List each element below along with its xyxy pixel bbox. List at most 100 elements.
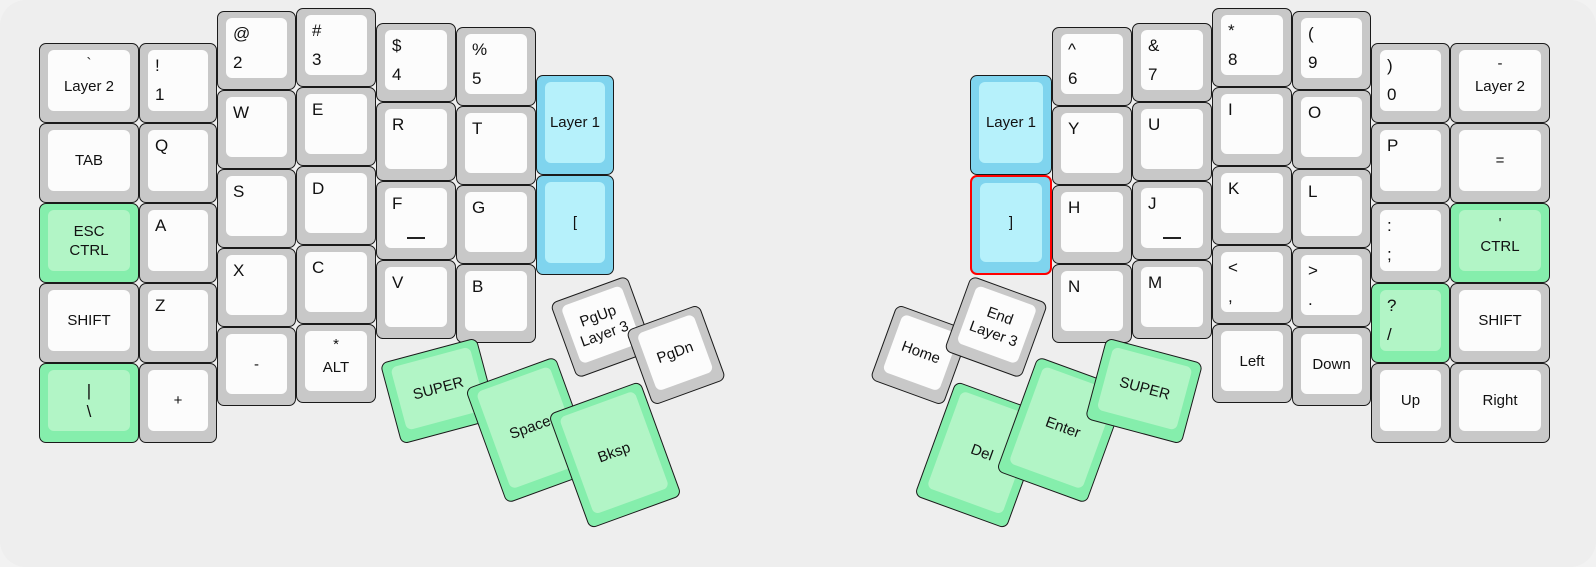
key-r[interactable]: R: [376, 102, 456, 181]
key-primary-legend: 5: [472, 69, 482, 88]
key-n[interactable]: N: [1052, 264, 1132, 343]
key-p[interactable]: P: [1371, 123, 1450, 203]
key-alt[interactable]: *ALT: [296, 324, 376, 403]
key-right[interactable]: Right: [1450, 363, 1550, 443]
key-f[interactable]: F: [376, 181, 456, 260]
key-shift[interactable]: SHIFT: [39, 283, 139, 363]
key-d[interactable]: D: [296, 166, 376, 245]
keycap-surface: :;: [1380, 210, 1441, 271]
key-down[interactable]: Down: [1292, 327, 1371, 406]
key-[[interactable]: [: [536, 175, 614, 275]
key-up[interactable]: Up: [1371, 363, 1450, 443]
key-primary-legend: E: [312, 100, 324, 119]
keycap-surface: B: [465, 271, 527, 331]
key--[interactable]: -: [217, 327, 296, 406]
key-j[interactable]: J: [1132, 181, 1212, 260]
keycap-surface: @2: [226, 18, 287, 78]
key-v[interactable]: V: [376, 260, 456, 339]
key-shifted-legend: !: [155, 56, 160, 75]
keycap-surface: SUPER: [1096, 346, 1193, 431]
key-shifted-legend: ): [1387, 56, 1393, 75]
key-l[interactable]: L: [1292, 169, 1371, 248]
key-primary-legend: CTRL: [1480, 238, 1520, 255]
key-layer-1[interactable]: Layer 1: [970, 75, 1052, 175]
key-\[interactable]: |\: [39, 363, 139, 443]
key-q[interactable]: Q: [139, 123, 217, 203]
key-t[interactable]: T: [456, 106, 536, 185]
key-=[interactable]: =: [1450, 123, 1550, 203]
keycap-surface: N: [1061, 271, 1123, 331]
key-primary-legend: N: [1068, 277, 1081, 296]
key-/[interactable]: ?/: [1371, 283, 1450, 363]
key-h[interactable]: H: [1052, 185, 1132, 264]
key-,[interactable]: <,: [1212, 245, 1292, 324]
key-s[interactable]: S: [217, 169, 296, 248]
key-c[interactable]: C: [296, 245, 376, 324]
keycap-surface: Bksp: [558, 390, 670, 515]
key-w[interactable]: W: [217, 90, 296, 169]
key-primary-legend: ALT: [322, 359, 350, 376]
key-shift[interactable]: SHIFT: [1450, 283, 1550, 363]
key-primary-legend: X: [233, 261, 245, 280]
key-tab[interactable]: TAB: [39, 123, 139, 203]
key-9[interactable]: (9: [1292, 11, 1371, 90]
key-][interactable]: ]: [970, 175, 1052, 275]
key-k[interactable]: K: [1212, 166, 1292, 245]
key-e[interactable]: E: [296, 87, 376, 166]
key-ctrl[interactable]: 'CTRL: [1450, 203, 1550, 283]
keycap-surface: ?/: [1380, 290, 1441, 351]
key-6[interactable]: ^6: [1052, 27, 1132, 106]
key-primary-legend: 6: [1068, 69, 1078, 88]
key-+[interactable]: +: [139, 363, 217, 443]
key-primary-legend: SHIFT: [1478, 312, 1522, 329]
key-primary-legend: J: [1148, 194, 1157, 213]
keycap-surface: Down: [1301, 334, 1362, 394]
keycap-surface: W: [226, 97, 287, 157]
keycap-surface: M: [1141, 267, 1203, 327]
key-u[interactable]: U: [1132, 102, 1212, 181]
key-layer-1[interactable]: Layer 1: [536, 75, 614, 175]
keycap-surface: R: [385, 109, 447, 169]
key-primary-legend: P: [1387, 136, 1399, 155]
key-x[interactable]: X: [217, 248, 296, 327]
key-o[interactable]: O: [1292, 90, 1371, 169]
key-1[interactable]: !1: [139, 43, 217, 123]
key-y[interactable]: Y: [1052, 106, 1132, 185]
key-0[interactable]: )0: [1371, 43, 1450, 123]
key-layer-2[interactable]: -Layer 2: [1450, 43, 1550, 123]
key-shifted-legend: &: [1148, 36, 1160, 55]
key-3[interactable]: #3: [296, 8, 376, 87]
key-a[interactable]: A: [139, 203, 217, 283]
key-g[interactable]: G: [456, 185, 536, 264]
key-shifted-legend: >: [1308, 261, 1318, 280]
key-i[interactable]: I: [1212, 87, 1292, 166]
key-b[interactable]: B: [456, 264, 536, 343]
keycap-surface: O: [1301, 97, 1362, 157]
key-7[interactable]: &7: [1132, 23, 1212, 102]
keycap-surface: #3: [305, 15, 367, 75]
key-.[interactable]: >.: [1292, 248, 1371, 327]
key-4[interactable]: $4: [376, 23, 456, 102]
key-2[interactable]: @2: [217, 11, 296, 90]
keycap-surface: J: [1141, 188, 1203, 248]
key-layer-2[interactable]: `Layer 2: [39, 43, 139, 123]
keycap-surface: [: [545, 182, 605, 263]
keycap-surface: &7: [1141, 30, 1203, 90]
key-primary-legend: R: [392, 115, 405, 134]
key-left[interactable]: Left: [1212, 324, 1292, 403]
key-m[interactable]: M: [1132, 260, 1212, 339]
key-8[interactable]: *8: [1212, 8, 1292, 87]
key-5[interactable]: %5: [456, 27, 536, 106]
key-primary-legend: 1: [155, 85, 165, 104]
key-primary-legend: 9: [1308, 53, 1318, 72]
key-z[interactable]: Z: [139, 283, 217, 363]
homing-bar-indicator: [407, 237, 425, 239]
key-shifted-legend: -: [1497, 55, 1503, 72]
key-;[interactable]: :;: [1371, 203, 1450, 283]
key-primary-legend: -: [254, 355, 259, 373]
